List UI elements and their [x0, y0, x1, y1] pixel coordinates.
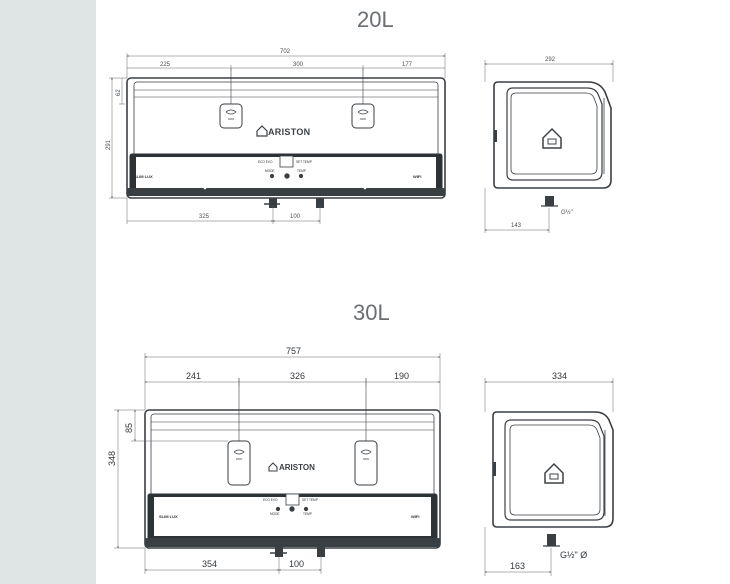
diagram-30l: 30L: [107, 300, 614, 576]
thread-label-20l: G½": [561, 209, 573, 216]
dim-height-30l: 348: [107, 451, 117, 466]
brand-text-20l: ARISTON: [268, 127, 310, 137]
inlet-pipe-30l: [275, 547, 283, 557]
dimensions-side-20l: [484, 60, 614, 233]
dim-inlet-offset-30l: 354: [202, 559, 217, 569]
display-20l: [279, 155, 294, 168]
front-view-20l: [126, 68, 446, 208]
side-front-cover-20l: [506, 87, 603, 181]
heater-body-30l: [144, 409, 441, 549]
bottom-base-30l: [145, 538, 440, 547]
dim-top-offset-20l: 62: [116, 89, 122, 96]
dim-pipe-spacing-30l: 100: [289, 559, 304, 569]
dimensions-front-20l: [109, 53, 446, 224]
model-label-30l: SLIM LUX: [159, 514, 178, 519]
dim-inlet-offset-20l: 325: [199, 214, 210, 220]
ctrl-right-label-20l: SET TEMP: [296, 160, 312, 164]
dim-left-seg-20l: 225: [160, 62, 171, 68]
dim-depth-30l: 334: [552, 371, 567, 381]
outlet-pipe-30l: [317, 547, 325, 557]
thread-label-30l: G½" Ø: [560, 550, 587, 560]
diagram-20l: 20L: [106, 7, 614, 233]
dim-mid-seg-20l: 300: [293, 62, 304, 68]
btn-left-label-30l: MODE: [270, 512, 280, 516]
ariston-logo-30l: ARISTON: [268, 462, 315, 472]
side-view-30l: [492, 411, 614, 547]
house-icon-30l: [544, 462, 564, 484]
side-body-30l: [492, 411, 614, 528]
dim-pipe-spacing-20l: 100: [290, 214, 301, 220]
dim-depth-20l: 292: [545, 57, 556, 63]
display-30l: [285, 493, 300, 506]
dim-overall-width-20l: 702: [280, 49, 291, 55]
bottom-base-20l: [127, 188, 445, 196]
side-view-20l: [493, 81, 612, 207]
dim-right-seg-20l: 177: [402, 62, 413, 68]
mount-bracket-left-20l: [219, 103, 243, 129]
dimensions-front-30l: [114, 353, 441, 574]
brand-text-30l: ARISTON: [279, 463, 315, 472]
drawing-sheet: [96, 0, 730, 584]
ctrl-left-label-20l: ECO EVO: [258, 160, 273, 164]
btn-right-label-20l: TEMP: [297, 169, 306, 173]
badge-label-30l: WIFI: [411, 514, 419, 519]
dim-height-20l: 291: [106, 139, 112, 150]
mount-bracket-left-30l: [227, 440, 251, 486]
mount-bracket-right-30l: [354, 440, 378, 486]
title-30l: 30L: [353, 300, 390, 325]
ctrl-left-label-30l: ECO EVO: [263, 498, 278, 502]
dim-side-inlet-offset-30l: 163: [510, 561, 525, 571]
dim-overall-width-30l: 757: [286, 346, 301, 356]
mount-bracket-right-20l: [351, 103, 375, 129]
dim-right-seg-30l: 190: [394, 371, 409, 381]
model-label-20l: SLIM LUX: [134, 174, 153, 179]
side-front-cover-30l: [504, 419, 605, 521]
btn-left-label-20l: MODE: [265, 169, 275, 173]
front-view-30l: [144, 378, 441, 557]
side-pipe-20l: [545, 196, 554, 206]
btn-right-label-30l: TEMP: [303, 512, 312, 516]
heater-body-20l: [126, 77, 446, 199]
house-icon-20l: [542, 127, 562, 149]
dim-top-offset-30l: 85: [124, 423, 134, 433]
dim-mid-seg-30l: 326: [290, 371, 305, 381]
side-body-20l: [493, 81, 612, 189]
side-pipe-30l: [547, 534, 556, 546]
inlet-pipe-20l: [269, 198, 277, 208]
dimensions-side-30l: [484, 378, 614, 576]
ctrl-right-label-30l: SET TEMP: [302, 498, 318, 502]
badge-label-20l: WIFI: [413, 174, 421, 179]
dim-side-inlet-offset-20l: 143: [511, 223, 522, 229]
outlet-pipe-20l: [316, 198, 324, 208]
dim-left-seg-30l: 241: [186, 371, 201, 381]
title-20l: 20L: [357, 7, 394, 32]
ariston-logo-20l: ARISTON: [256, 125, 310, 137]
